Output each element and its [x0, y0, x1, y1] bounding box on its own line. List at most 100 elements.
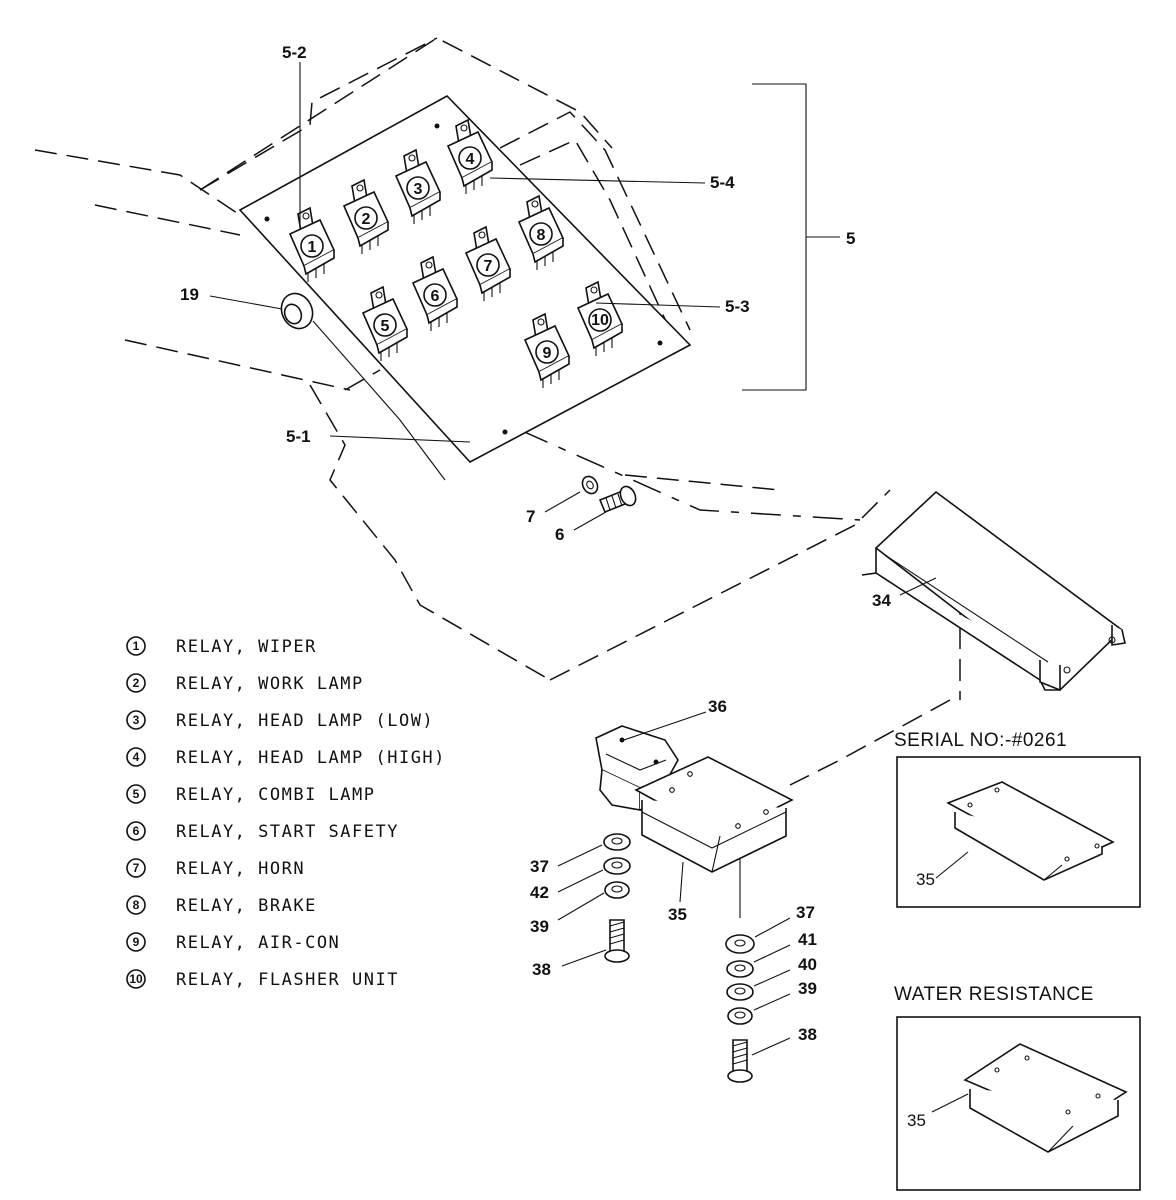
legend-number: 2	[133, 676, 140, 690]
legend-number: 7	[133, 861, 140, 875]
legend-label: RELAY, HORN	[176, 859, 305, 879]
legend-number-circle	[126, 932, 146, 952]
callout-34: 34	[872, 591, 891, 610]
legend-number-circle	[126, 710, 146, 730]
legend-item: 3 RELAY, HEAD LAMP (LOW)	[126, 710, 434, 731]
legend-item: 7 RELAY, HORN	[126, 858, 305, 879]
legend-label: RELAY, COMBI LAMP	[176, 785, 376, 805]
legend-number: 1	[133, 639, 140, 653]
bracket-34	[861, 490, 1126, 692]
legend-label: RELAY, AIR-CON	[176, 933, 340, 953]
relay-3: 3	[394, 148, 442, 224]
relay-number-9: 9	[543, 345, 552, 362]
relay-6: 6	[411, 255, 459, 331]
legend-label: RELAY, HEAD LAMP (HIGH)	[176, 748, 446, 768]
legend-number: 8	[133, 898, 140, 912]
callout-5-1: 5-1	[286, 427, 311, 446]
legend-number: 6	[133, 824, 140, 838]
inset-serial: SERIAL NO:-#0261 35	[894, 730, 1141, 908]
relay-9: 9	[523, 312, 571, 388]
inset-water-resistance: WATER RESISTANCE 35	[894, 984, 1141, 1191]
legend-number: 9	[133, 935, 140, 949]
relay-1: 1	[288, 206, 336, 282]
legend-label: RELAY, BRAKE	[176, 896, 317, 916]
callout-38-left: 38	[532, 960, 551, 979]
legend-item: 4 RELAY, HEAD LAMP (HIGH)	[126, 747, 446, 768]
relay-7: 7	[464, 225, 512, 301]
relay-number-8: 8	[537, 227, 546, 244]
callout-5: 5	[846, 229, 855, 248]
legend-item: 8 RELAY, BRAKE	[126, 895, 317, 916]
callout-36: 36	[708, 697, 727, 716]
callout-38-right: 38	[798, 1025, 817, 1044]
callout-5-4: 5-4	[710, 173, 735, 192]
legend-number: 3	[133, 713, 140, 727]
callout-5-3: 5-3	[725, 297, 750, 316]
callout-35-water: 35	[907, 1111, 926, 1130]
legend-item: 1 RELAY, WIPER	[126, 636, 317, 657]
console-phantom-outline	[34, 37, 961, 786]
legend-label: RELAY, FLASHER UNIT	[176, 970, 399, 990]
relay-5: 5	[361, 285, 409, 361]
legend-label: RELAY, WIPER	[176, 637, 317, 657]
legend-number-circle	[126, 821, 146, 841]
legend-item: 10 RELAY, FLASHER UNIT	[126, 969, 399, 990]
legend-number-circle	[126, 784, 146, 804]
leader-lines	[209, 62, 937, 1056]
callout-39-right: 39	[798, 979, 817, 998]
callout-35-main: 35	[668, 905, 687, 924]
legend-item: 9 RELAY, AIR-CON	[126, 932, 340, 953]
relay-number-3: 3	[414, 181, 423, 198]
inset-water-title: WATER RESISTANCE	[894, 984, 1094, 1005]
callout-35-serial: 35	[916, 870, 935, 889]
callout-40: 40	[798, 955, 817, 974]
spacer-19	[280, 292, 314, 330]
inset-serial-frame	[896, 756, 1141, 908]
callout-5-2: 5-2	[282, 43, 307, 62]
callout-39-left: 39	[530, 917, 549, 936]
callout-labels: 5-2 5-4 5 5-3 19 5-1 7 6 34 36 37 42 39 …	[180, 43, 891, 1044]
callout-41: 41	[798, 930, 817, 949]
legend-number-circle	[126, 895, 146, 915]
inset-water-frame	[896, 1016, 1141, 1191]
legend-number: 5	[133, 787, 140, 801]
callout-7: 7	[526, 507, 535, 526]
legend-label: RELAY, HEAD LAMP (LOW)	[176, 711, 434, 731]
relay-number-1: 1	[308, 239, 317, 256]
legend-label: RELAY, START SAFETY	[176, 822, 399, 842]
box-35-main	[634, 756, 794, 873]
callout-19: 19	[180, 285, 199, 304]
relay-4: 4	[446, 118, 494, 194]
relay-number-7: 7	[484, 258, 493, 275]
legend-item: 6 RELAY, START SAFETY	[126, 821, 399, 842]
legend-number-circle	[126, 969, 146, 989]
callout-37-right: 37	[796, 903, 815, 922]
hardware-stack-left	[603, 833, 631, 963]
legend-number-circle	[126, 747, 146, 767]
relay-number-6: 6	[431, 288, 440, 305]
bolt-6	[598, 485, 637, 514]
callout-42: 42	[530, 883, 549, 902]
legend-number-circle	[126, 636, 146, 656]
relay-8: 8	[517, 194, 565, 270]
relay-number-5: 5	[381, 318, 390, 335]
legend-number: 4	[133, 750, 140, 764]
hardware-stack-right	[725, 934, 755, 1083]
relay-2: 2	[342, 178, 390, 254]
relay-group: 1 2 3 4 5 6 7 8 9 10	[288, 118, 624, 388]
callout-37-left: 37	[530, 857, 549, 876]
washer-7	[581, 475, 599, 495]
legend-number-circle	[126, 858, 146, 878]
inset-serial-title: SERIAL NO:-#0261	[894, 730, 1067, 751]
relay-number-2: 2	[362, 211, 371, 228]
callout-6: 6	[555, 525, 564, 544]
relay-number-10: 10	[591, 312, 609, 329]
legend-number: 10	[129, 972, 143, 986]
relay-number-4: 4	[466, 151, 475, 168]
relay-10: 10	[576, 280, 624, 356]
legend-item: 5 RELAY, COMBI LAMP	[126, 784, 376, 805]
legend-number-circle	[126, 673, 146, 693]
